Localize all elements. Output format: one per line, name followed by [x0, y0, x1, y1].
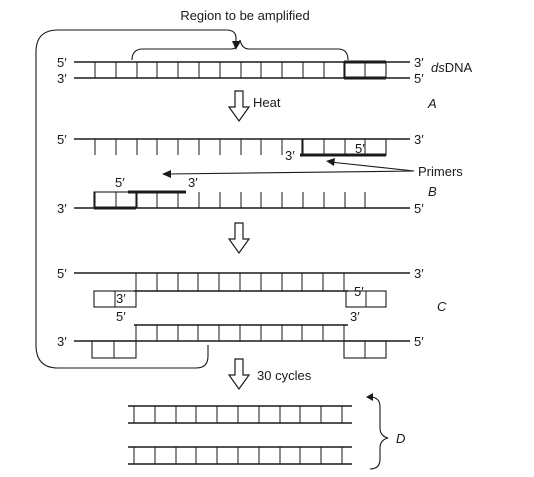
step-b-label: B [428, 184, 437, 199]
label-3-prime: 3′ [285, 148, 295, 163]
amplified-product [128, 446, 352, 465]
dsdna-duplex [74, 60, 410, 80]
base-pair-ticks [135, 325, 345, 341]
dsdna-label: dsDNA [431, 60, 473, 75]
label-5-prime: 5′ [414, 71, 424, 86]
base-pair-ticks [133, 406, 343, 423]
primer-pointer-arrowhead [326, 158, 335, 166]
label-5-prime: 5′ [57, 55, 67, 70]
label-3-prime: 3′ [350, 309, 360, 324]
diagram-title: Region to be amplified [180, 8, 309, 23]
primer-duplex-box [93, 191, 137, 209]
label-3-prime: 3′ [414, 266, 424, 281]
label-5-prime: 5′ [414, 201, 424, 216]
base-pair-ticks [133, 447, 343, 464]
label-3-prime: 3′ [414, 132, 424, 147]
label-3-prime: 3′ [414, 55, 424, 70]
heat-label: Heat [253, 95, 281, 110]
primer-duplex-box [301, 138, 387, 156]
cycles-label: 30 cycles [257, 368, 312, 383]
base-pair-ticks [94, 62, 366, 78]
label-5-prime: 5′ [414, 334, 424, 349]
label-3-prime: 3′ [188, 175, 198, 190]
brace-arrowhead [232, 41, 240, 50]
label-3-prime: 3′ [57, 71, 67, 86]
product-brace [369, 396, 389, 470]
primer-pointer-line [167, 170, 415, 175]
base-pair-ticks [94, 139, 366, 155]
primer-pointer-arrowhead [162, 170, 171, 178]
label-5-prime: 5′ [116, 309, 126, 324]
label-3-prime: 3′ [57, 201, 67, 216]
down-arrow-icon [227, 222, 251, 255]
cycles-arrow-icon [227, 358, 251, 391]
label-5-prime: 5′ [355, 141, 365, 156]
label-5-prime: 5′ [115, 175, 125, 190]
feedback-loop-line [35, 29, 237, 369]
label-5-prime: 5′ [57, 132, 67, 147]
step-c-label: C [437, 299, 447, 314]
primer-pointer-line [329, 161, 415, 172]
step-d-label: D [396, 431, 405, 446]
step-a-label: A [427, 96, 437, 111]
label-3-prime: 3′ [116, 291, 126, 306]
amplified-region-brace [131, 39, 349, 61]
heat-arrow-icon [227, 90, 251, 123]
label-5-prime: 5′ [57, 266, 67, 281]
base-pair-ticks [94, 192, 366, 208]
primers-label: Primers [418, 164, 463, 179]
base-pair-ticks [135, 273, 345, 291]
amplified-product [128, 405, 352, 424]
label-3-prime: 3′ [57, 334, 67, 349]
brace-arrowhead [366, 393, 373, 401]
label-5-prime: 5′ [354, 284, 364, 299]
